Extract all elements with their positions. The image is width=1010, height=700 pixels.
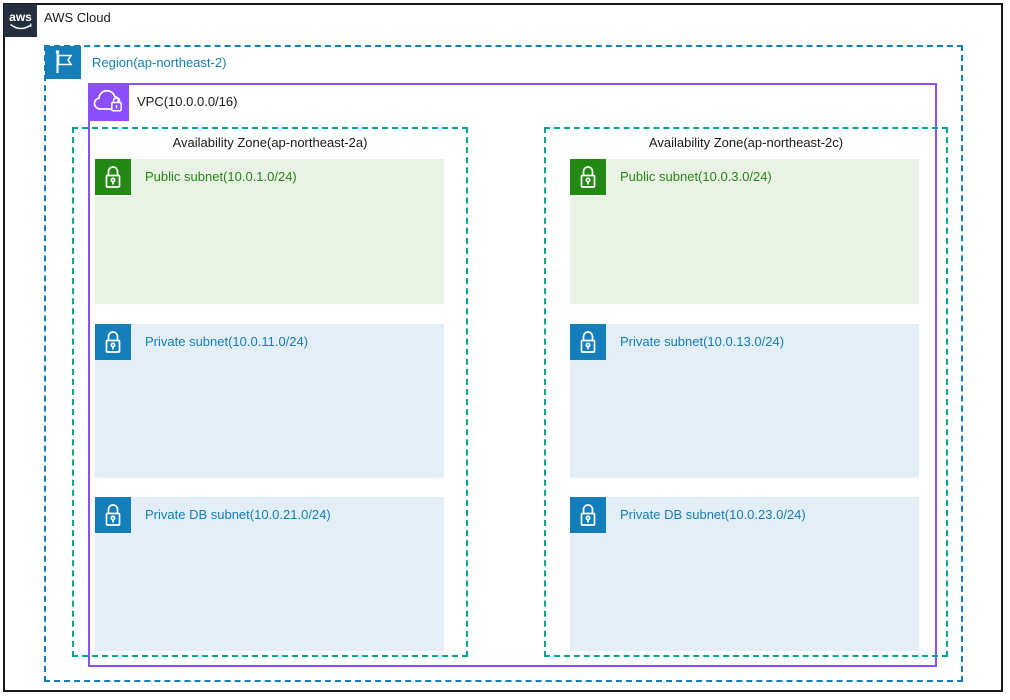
lock-icon xyxy=(95,159,131,195)
aws-logo-text: aws xyxy=(9,10,32,24)
subnet-label: Private subnet(10.0.13.0/24) xyxy=(620,334,785,349)
subnet-label: Public subnet(10.0.1.0/24) xyxy=(145,169,297,184)
lock-icon xyxy=(570,324,606,360)
aws-cloud-label: AWS Cloud xyxy=(44,10,111,25)
private-db-subnet-box-az-c: Private DB subnet(10.0.23.0/24) xyxy=(570,497,919,651)
availability-zone-c-label: Availability Zone(ap-northeast-2c) xyxy=(648,135,844,150)
region-label: Region(ap-northeast-2) xyxy=(92,55,227,70)
availability-zone-c-group xyxy=(544,127,948,657)
vpc-label: VPC(10.0.0.0/16) xyxy=(137,94,238,109)
lock-icon xyxy=(570,497,606,533)
subnet-label: Private DB subnet(10.0.21.0/24) xyxy=(145,507,331,522)
private-subnet-box-az-a: Private subnet(10.0.11.0/24) xyxy=(95,324,444,478)
aws-logo-icon: aws xyxy=(4,4,37,37)
lock-icon xyxy=(95,324,131,360)
region-flag-icon xyxy=(45,46,81,79)
public-subnet-box-az-a: Public subnet(10.0.1.0/24) xyxy=(95,159,444,304)
lock-icon xyxy=(95,497,131,533)
vpc-group xyxy=(88,83,937,667)
private-db-subnet-box-az-a: Private DB subnet(10.0.21.0/24) xyxy=(95,497,444,651)
availability-zone-a-group xyxy=(72,127,468,657)
private-subnet-box-az-c: Private subnet(10.0.13.0/24) xyxy=(570,324,919,478)
subnet-label: Public subnet(10.0.3.0/24) xyxy=(620,169,772,184)
subnet-label: Private DB subnet(10.0.23.0/24) xyxy=(620,507,806,522)
vpc-cloud-icon xyxy=(88,83,129,121)
subnet-label: Private subnet(10.0.11.0/24) xyxy=(145,334,309,349)
region-group xyxy=(44,45,963,682)
public-subnet-box-az-c: Public subnet(10.0.3.0/24) xyxy=(570,159,919,304)
aws-cloud-group xyxy=(3,3,1003,692)
availability-zone-a-label: Availability Zone(ap-northeast-2a) xyxy=(172,135,368,150)
lock-icon xyxy=(570,159,606,195)
